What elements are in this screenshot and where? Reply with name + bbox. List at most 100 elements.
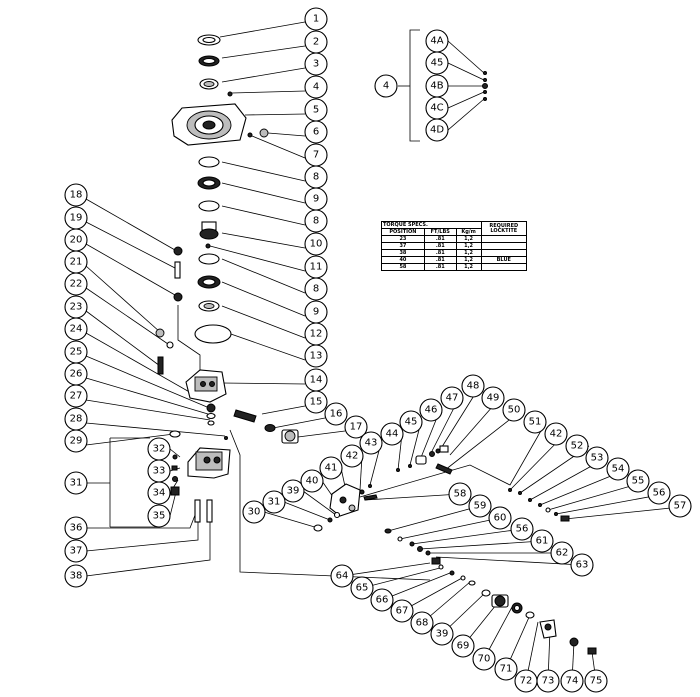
- svg-text:70: 70: [478, 654, 491, 665]
- locktite-label: LOCKTITE: [490, 227, 518, 234]
- svg-text:62: 62: [556, 548, 569, 559]
- svg-text:63: 63: [576, 560, 589, 571]
- svg-text:41: 41: [325, 463, 338, 474]
- callout-52: 52: [565, 434, 589, 458]
- svg-text:47: 47: [446, 393, 459, 404]
- svg-text:45: 45: [431, 58, 444, 69]
- svg-text:5: 5: [313, 105, 319, 116]
- svg-text:8: 8: [313, 216, 319, 227]
- callout-74: 74: [560, 669, 584, 693]
- callout-20: 20: [64, 228, 88, 252]
- callout-28: 28: [64, 407, 88, 431]
- svg-text:22: 22: [70, 279, 83, 290]
- callout-4b: 4B: [425, 74, 449, 98]
- callout-38: 38: [64, 564, 88, 588]
- cell-kgm: 1,2: [455, 235, 482, 243]
- callout-44: 44: [380, 422, 404, 446]
- svg-text:18: 18: [70, 190, 83, 201]
- callout-8: 8: [304, 165, 328, 189]
- svg-text:61: 61: [536, 536, 549, 547]
- svg-text:54: 54: [612, 464, 625, 475]
- cell-position: 40: [381, 256, 425, 264]
- svg-text:4: 4: [383, 81, 389, 92]
- svg-text:30: 30: [248, 507, 261, 518]
- required-locktite-header: REQUIRED LOCKTITE: [480, 221, 528, 236]
- callout-39b: 39: [430, 622, 454, 646]
- callout-14: 14: [304, 368, 328, 392]
- callout-42: 42: [340, 444, 364, 468]
- svg-text:7: 7: [313, 150, 319, 161]
- svg-text:68: 68: [416, 618, 429, 629]
- table-row: 58 .81 1,2: [381, 263, 528, 271]
- callout-62: 62: [550, 541, 574, 565]
- callout-26: 26: [64, 362, 88, 386]
- svg-text:19: 19: [70, 213, 83, 224]
- svg-text:46: 46: [425, 405, 438, 416]
- cell-kgm: 1,2: [455, 263, 482, 271]
- cell-ftlbs: .81: [423, 235, 457, 243]
- svg-text:75: 75: [590, 676, 603, 687]
- svg-text:40: 40: [306, 476, 319, 487]
- svg-text:43: 43: [365, 438, 378, 449]
- callout-10: 10: [304, 232, 328, 256]
- svg-text:58: 58: [454, 489, 467, 500]
- table-row: 38 .81 1,2: [381, 249, 528, 257]
- callout-60: 60: [488, 506, 512, 530]
- callout-41: 41: [319, 456, 343, 480]
- svg-text:66: 66: [376, 595, 389, 606]
- svg-text:14: 14: [310, 375, 323, 386]
- callout-23: 23: [64, 295, 88, 319]
- svg-text:38: 38: [70, 571, 83, 582]
- table-title-row: TORQUE SPECS. REQUIRED LOCKTITE: [381, 221, 528, 236]
- svg-text:56: 56: [516, 524, 529, 535]
- table-row: 40 .81 1,2 BLUE: [381, 256, 528, 264]
- cell-locktite: [480, 249, 528, 257]
- cell-position: 37: [381, 242, 425, 250]
- svg-text:9: 9: [313, 307, 319, 318]
- svg-text:51: 51: [529, 417, 542, 428]
- callout-9: 9: [304, 187, 328, 211]
- svg-text:20: 20: [70, 235, 83, 246]
- callout-48: 48: [461, 374, 485, 398]
- callout-29: 29: [64, 429, 88, 453]
- callout-64: 64: [330, 564, 354, 588]
- svg-text:44: 44: [386, 429, 399, 440]
- svg-text:71: 71: [500, 664, 513, 675]
- callout-25: 25: [64, 340, 88, 364]
- svg-text:36: 36: [70, 523, 83, 534]
- svg-text:2: 2: [313, 37, 319, 48]
- svg-text:59: 59: [474, 501, 487, 512]
- callout-30: 30: [242, 500, 266, 524]
- svg-text:60: 60: [494, 513, 507, 524]
- callout-75: 75: [584, 669, 608, 693]
- svg-text:4B: 4B: [430, 81, 443, 92]
- svg-text:4D: 4D: [430, 125, 444, 136]
- callout-7: 7: [304, 143, 328, 167]
- svg-text:50: 50: [508, 405, 521, 416]
- svg-text:15: 15: [310, 397, 323, 408]
- svg-text:28: 28: [70, 414, 83, 425]
- svg-text:11: 11: [310, 262, 323, 273]
- callout-50: 50: [502, 398, 526, 422]
- callout-54: 54: [606, 457, 630, 481]
- svg-text:37: 37: [70, 546, 83, 557]
- svg-text:26: 26: [70, 369, 83, 380]
- callout-71: 71: [494, 657, 518, 681]
- callout-47: 47: [440, 386, 464, 410]
- table-row: 37 .81 1,2: [381, 242, 528, 250]
- svg-text:10: 10: [310, 239, 323, 250]
- callout-16: 16: [324, 402, 348, 426]
- cell-ftlbs: .81: [423, 249, 457, 257]
- callout-19: 19: [64, 206, 88, 230]
- callout-69: 69: [451, 634, 475, 658]
- svg-text:31: 31: [70, 478, 83, 489]
- cell-locktite: [480, 263, 528, 271]
- svg-text:33: 33: [153, 466, 166, 477]
- svg-text:24: 24: [70, 324, 83, 335]
- cell-position: 38: [381, 249, 425, 257]
- callout-43: 43: [359, 431, 383, 455]
- table-row: 23 .81 1,2: [381, 235, 528, 243]
- svg-text:4: 4: [313, 82, 319, 93]
- cell-ftlbs: .81: [423, 242, 457, 250]
